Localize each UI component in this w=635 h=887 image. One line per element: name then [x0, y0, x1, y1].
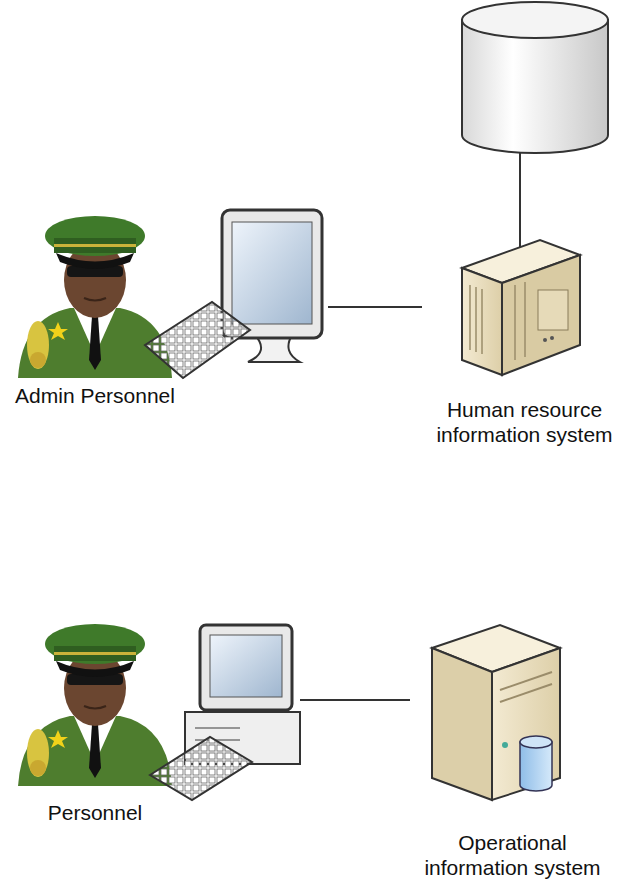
- node-label: Admin Personnel: [10, 383, 180, 408]
- network-link: [328, 306, 422, 308]
- icon-node: Human resource information system: [422, 240, 627, 451]
- icon-node: Personnel: [10, 618, 300, 829]
- node-label: Human resource information system: [422, 397, 627, 447]
- network-link: [300, 699, 410, 701]
- node-label: Operational information system: [410, 830, 615, 880]
- node-label: Personnel: [10, 800, 180, 825]
- icon-node: Admin Personnel: [10, 205, 328, 412]
- icon-node: Operational information system: [410, 625, 615, 884]
